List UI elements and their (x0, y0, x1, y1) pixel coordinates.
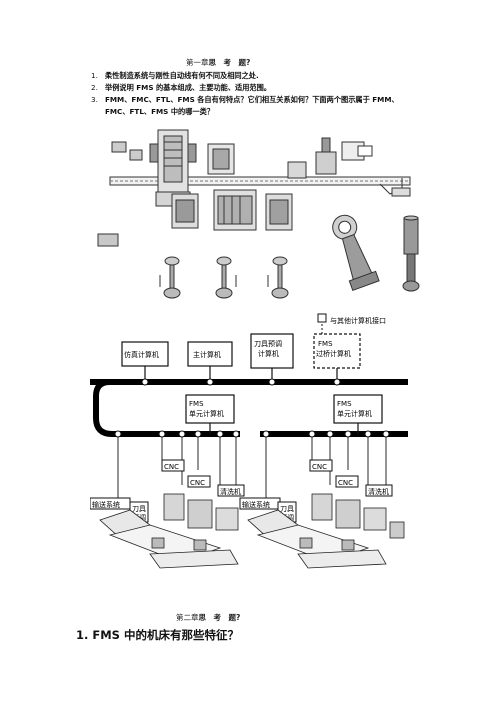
tool-preset-computer-box (250, 333, 294, 369)
question-3-text: FMM、FMC、FTL、FMS 各自有何特点？它们相互关系如何？下面两个图示属于… (105, 95, 399, 104)
question-1-text: 柔性制造系统与刚性自动线有何不同及相同之处. (105, 71, 259, 80)
question-2: 2. 举例说明 FMS 的基本组成、主要功能、适用范围。 (91, 82, 491, 93)
question-2-text: 举例说明 FMS 的基本组成、主要功能、适用范围。 (105, 83, 271, 92)
cell-computer-left-box (185, 394, 235, 424)
chapter2-heading-prefix: 第二章 (176, 613, 199, 622)
main-computer-label: 主计算机 (193, 350, 221, 359)
external-interface-label: 与其他计算机接口 (330, 316, 386, 325)
chapter1-heading-prefix: 第一章 (186, 58, 209, 67)
question-3-text-cont: FMC、FTL、FMS 中的哪一类？ (105, 107, 214, 116)
simulation-computer-box (121, 341, 169, 367)
cnc-label-right-2: CNC (338, 479, 353, 487)
fms-bridge-computer-box (313, 333, 361, 369)
chapter1-heading: 第一章思 考 题? (186, 57, 250, 68)
question-list: 1. 柔性制造系统与刚性自动线有何不同及相同之处. 2. 举例说明 FMS 的基… (91, 70, 491, 118)
chapter1-heading-title: 思 考 题? (208, 58, 251, 67)
cnc-label-left-1: CNC (164, 463, 179, 471)
chapter2-heading-title: 思 考 题? (198, 613, 241, 622)
conveyor-label-right: 输送系统 (242, 500, 270, 509)
cell-computer-right-box (333, 394, 383, 424)
cnc-label-left-2: CNC (190, 479, 205, 487)
question-3: 3. FMM、FMC、FTL、FMS 各自有何特点？它们相互关系如何？下面两个图… (91, 94, 491, 105)
question-3-number: 3. (91, 95, 98, 104)
chapter2-heading: 第二章思 考 题? (176, 612, 240, 623)
conveyor-label-left: 输送系统 (92, 500, 120, 509)
tool-preset-computer-label: 刀具预调计算机 (254, 339, 282, 358)
cleaning-label-left: 清洗机 (220, 487, 241, 496)
question-3-continued: FMC、FTL、FMS 中的哪一类？ (91, 106, 491, 117)
question-2-number: 2. (91, 83, 98, 92)
question-1: 1. 柔性制造系统与刚性自动线有何不同及相同之处. (91, 70, 491, 81)
cnc-label-right-1: CNC (312, 463, 327, 471)
chapter2-question-1: 1. FMS 中的机床有那些特征？ (76, 628, 239, 642)
simulation-computer-label: 仿真计算机 (124, 350, 159, 359)
cleaning-label-right: 清洗机 (368, 487, 389, 496)
transfer-line-figure (97, 129, 420, 299)
question-1-number: 1. (91, 71, 98, 80)
